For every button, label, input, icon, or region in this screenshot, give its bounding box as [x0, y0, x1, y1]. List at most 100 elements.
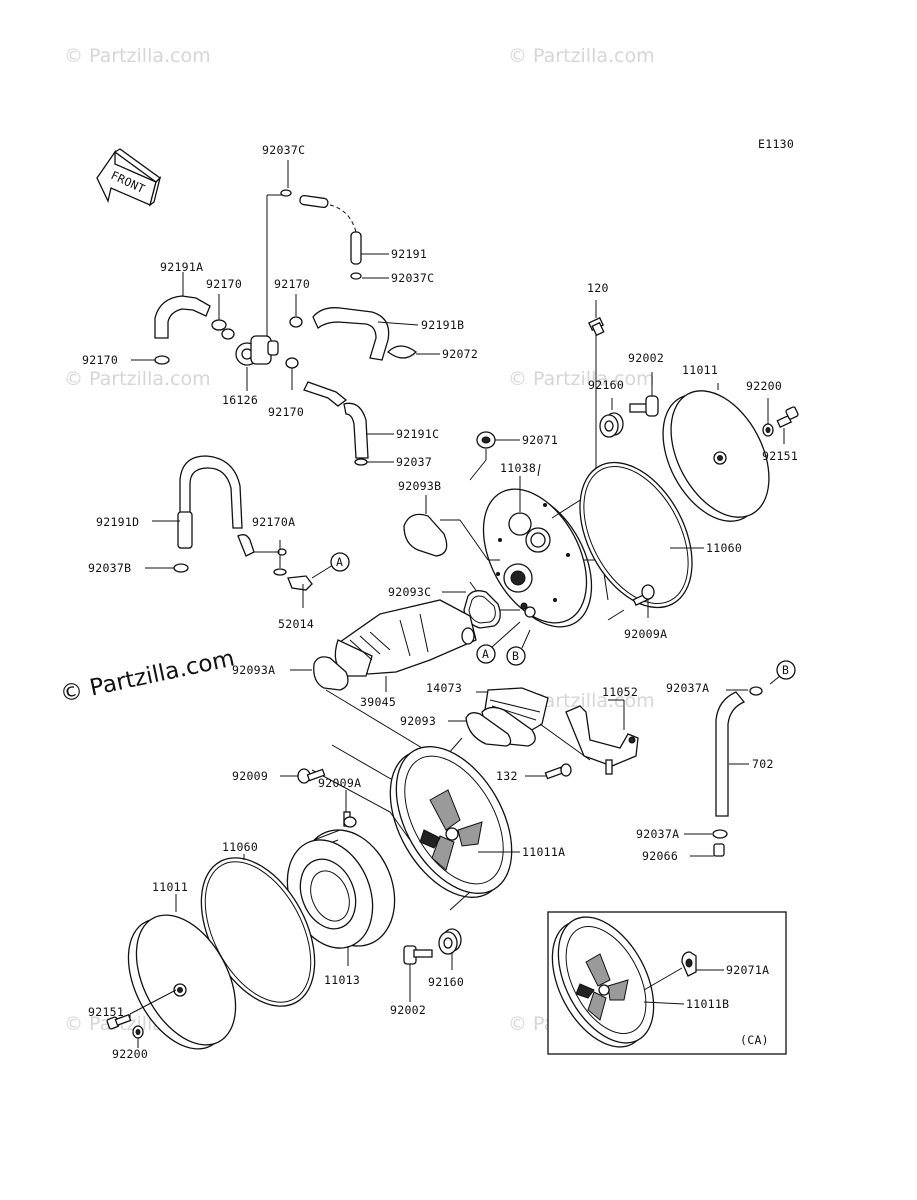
breather-hoses [131, 160, 440, 466]
part-label: 52014 [278, 617, 314, 631]
part-label: 11013 [324, 973, 360, 987]
connector-a-label: A [336, 555, 343, 569]
gasket-92093B [403, 513, 448, 557]
part-label: 92009 [232, 769, 268, 783]
connector-b-right: B [776, 660, 796, 680]
intake-duct-39045 [334, 599, 477, 677]
part-label: 92170 [82, 353, 118, 367]
part-label: 92160 [428, 975, 464, 989]
collar-92160 [438, 928, 462, 955]
part-label: 92093B [398, 479, 441, 493]
part-label: 39045 [360, 695, 396, 709]
part-label: 92037 [396, 455, 432, 469]
part-label: 92002 [628, 351, 664, 365]
cover-11011-top [662, 390, 770, 522]
part-label: 132 [496, 769, 518, 783]
part-label: 92200 [746, 379, 782, 393]
part-label: 11060 [706, 541, 742, 555]
part-label: 92093C [388, 585, 431, 599]
part-label: 92151 [762, 449, 798, 463]
part-label: 92093A [232, 663, 275, 677]
part-label: 92170 [206, 277, 242, 291]
part-label: 92037A [666, 681, 709, 695]
backing-plate-11038 [482, 488, 593, 628]
watermark: © Partzilla.com [64, 45, 211, 67]
bolt-92009A [343, 811, 357, 828]
gasket-92093A [313, 656, 349, 691]
part-label: 11011 [682, 363, 718, 377]
part-label: 14073 [426, 681, 462, 695]
part-label: 11038 [500, 461, 536, 475]
diagram-code: E1130 [758, 137, 794, 151]
part-label: 92002 [390, 1003, 426, 1017]
part-label: 92093 [400, 714, 436, 728]
part-label: 11011A [522, 845, 565, 859]
part-label: 16126 [222, 393, 258, 407]
part-label: 92170A [252, 515, 295, 529]
part-label: 92191D [96, 515, 139, 529]
breather-valve [235, 335, 279, 366]
grommet-92071 [469, 431, 520, 481]
part-label: 92071A [726, 963, 769, 977]
bolt-92002 [403, 945, 433, 965]
cover-11011 [127, 914, 237, 1050]
part-label: 11060 [222, 840, 258, 854]
part-label: 92009A [624, 627, 667, 641]
washer-92200-top [762, 423, 774, 437]
part-label: 120 [587, 281, 609, 295]
screw-92151-top [776, 406, 799, 429]
ca-inset: (CA) [547, 911, 787, 1055]
screw-92151 [106, 1013, 132, 1030]
inset-label: (CA) [740, 1033, 769, 1047]
washer-92200 [132, 1025, 144, 1039]
collar-92160-top [599, 412, 624, 438]
elbow-92071A [681, 951, 697, 977]
part-label: 92191A [160, 260, 203, 274]
connector-b-mid: B [506, 646, 526, 666]
gasket-11060-top [579, 461, 693, 609]
part-label: 92071 [522, 433, 558, 447]
part-label: 92037C [262, 143, 305, 157]
part-label: 11011 [152, 880, 188, 894]
part-label: 92037C [391, 271, 434, 285]
part-label: 92009A [318, 776, 361, 790]
front-arrow-icon: FRONT [96, 148, 162, 207]
part-label: 92066 [642, 849, 678, 863]
bolt-92009A-top [632, 584, 655, 606]
watermark-main: © Partzilla.com [58, 646, 237, 708]
part-label: 92191C [396, 427, 439, 441]
hose-92191D [145, 455, 334, 608]
part-label: 92170 [274, 277, 310, 291]
air-cleaner-base-11011A [389, 746, 513, 898]
part-label: 92037A [636, 827, 679, 841]
hose-702 [684, 675, 781, 857]
connector-a: A [330, 552, 350, 572]
part-label: 92191 [391, 247, 427, 261]
bracket-11052 [565, 705, 639, 775]
part-label: 702 [752, 757, 774, 771]
part-label: 11011B [686, 997, 729, 1011]
connector-b-label: B [512, 649, 519, 663]
bolt-132 [544, 763, 572, 780]
part-label: 92151 [88, 1005, 124, 1019]
connector-b-label: B [782, 663, 789, 677]
watermark: © Partzilla.com [64, 368, 211, 390]
part-label: 92037B [88, 561, 131, 575]
part-label: 92170 [268, 405, 304, 419]
connector-a-mid: A [476, 644, 496, 664]
part-labels: 92037C 92191 92037C 92191A 92170 92170 9… [82, 143, 798, 1061]
gasket-92093 [465, 712, 512, 747]
watermark: © Partzilla.com [508, 368, 655, 390]
bolt-92009 [297, 768, 326, 784]
watermark: © Partzilla.com [508, 45, 655, 67]
connector-a-label: A [482, 647, 489, 661]
filter-element-11013 [286, 829, 396, 949]
part-label: 11052 [602, 685, 638, 699]
part-label: 92200 [112, 1047, 148, 1061]
part-label: 92160 [588, 378, 624, 392]
part-label: 92072 [442, 347, 478, 361]
bolt-120 [588, 316, 605, 337]
part-label: 92191B [421, 318, 464, 332]
